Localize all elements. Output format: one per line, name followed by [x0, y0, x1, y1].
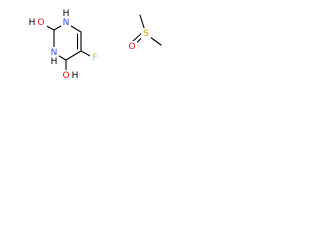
- atom-h2-label: H: [29, 18, 36, 28]
- atom-h1-label: H: [63, 9, 70, 19]
- atom-o2-hydroxyl: H O: [27, 17, 47, 29]
- atom-o4-hydroxyl: O H: [60, 70, 80, 82]
- atom-f5: F: [90, 52, 100, 64]
- atom-n3-label: N: [51, 48, 58, 58]
- atom-n1-nh: H N: [61, 9, 71, 28]
- atom-o-label: O: [128, 42, 135, 52]
- atom-o: O: [127, 41, 137, 53]
- atom-f5-label: F: [92, 53, 97, 63]
- atom-h3-label: H: [51, 57, 58, 67]
- atom-o4-label: O: [62, 71, 69, 81]
- atom-s-label: S: [143, 29, 149, 39]
- atom-h4-label: H: [72, 71, 79, 81]
- atom-s: S: [141, 28, 151, 40]
- bond-c5-c4: [65, 50, 82, 61]
- chemical-structure-canvas: H N N H H O O H F S: [27, 9, 162, 82]
- fluorouracil-molecule: H N N H H O O H F: [27, 9, 100, 82]
- atom-n1-label: N: [63, 18, 70, 28]
- atom-o2-label: O: [37, 18, 44, 28]
- atom-n3-nh: N H: [49, 47, 59, 67]
- dmso-molecule: S O: [127, 14, 162, 53]
